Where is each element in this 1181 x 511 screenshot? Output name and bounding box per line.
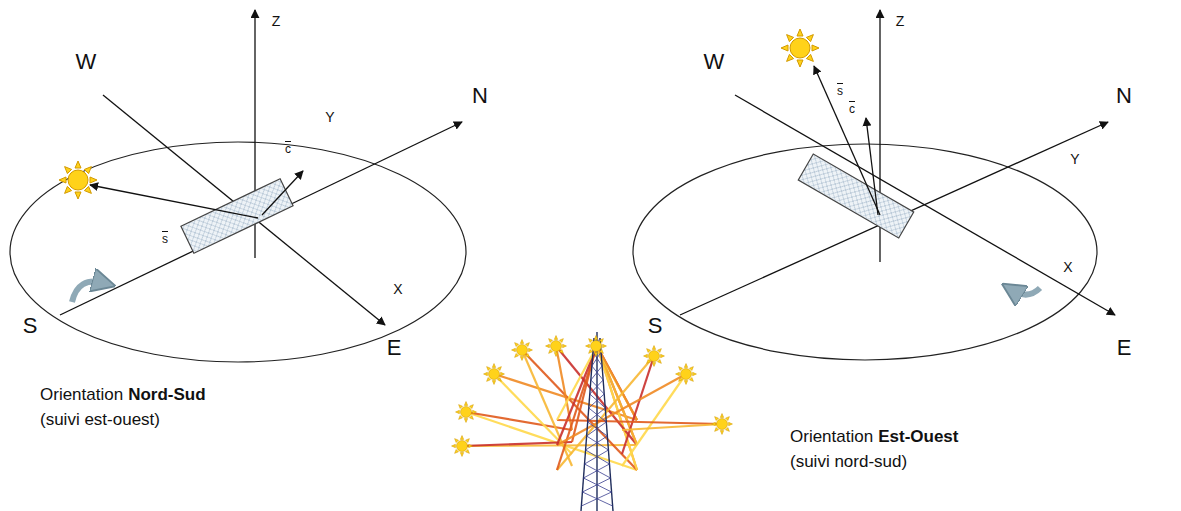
- caption-emphasis: Nord-Sud: [128, 386, 205, 405]
- horizon-ellipse: [633, 144, 1097, 360]
- light-beam: [557, 420, 722, 424]
- light-beam: [557, 346, 597, 470]
- caption-text: Orientation: [40, 386, 123, 405]
- tower-brace: [587, 422, 607, 436]
- sun-icon: [546, 336, 567, 357]
- sun-icon: [781, 29, 819, 67]
- tower-brace: [588, 422, 608, 436]
- solar-panel: [181, 179, 293, 254]
- sun-icon: [59, 161, 97, 199]
- caption-text: Orientation: [790, 428, 873, 447]
- light-beam: [462, 442, 572, 446]
- tower-brace: [588, 408, 606, 422]
- tower-brace: [592, 366, 603, 380]
- cardinal-letter: E: [387, 336, 402, 360]
- sun-icon: [512, 340, 533, 361]
- left-scene: [10, 10, 466, 362]
- cardinal-letter: E: [1117, 336, 1132, 360]
- axis-letter: Z: [272, 14, 281, 29]
- cardinal-letter: N: [1116, 84, 1132, 108]
- light-beam: [622, 424, 722, 430]
- vector-label: s: [837, 85, 843, 98]
- right-scene: [633, 10, 1115, 360]
- solar-tower: [581, 332, 613, 511]
- rotation-arrow: [72, 282, 104, 302]
- tower-brace: [590, 380, 603, 394]
- caption-text: (suivi est-ouest): [40, 411, 160, 430]
- tower-brace: [581, 492, 611, 506]
- cardinal-letter: S: [648, 314, 663, 338]
- normal-vector: [866, 118, 878, 215]
- tower-brace: [583, 464, 609, 478]
- axis-letter: Y: [325, 110, 334, 125]
- axis-letter: Z: [896, 14, 905, 29]
- tower-brace: [582, 478, 610, 492]
- normal-vector: [262, 171, 303, 215]
- sun-icon: [484, 364, 505, 385]
- horizon-ellipse: [10, 142, 466, 362]
- tower-brace: [589, 394, 604, 408]
- tower-brace: [591, 366, 602, 380]
- tower-brace: [586, 436, 608, 450]
- sun-icon: [676, 364, 697, 385]
- tower-brace: [585, 464, 611, 478]
- vector-label: c: [285, 143, 291, 156]
- y-axis: [680, 122, 1108, 315]
- tower-brace: [587, 436, 609, 450]
- cardinal-letter: S: [23, 314, 38, 338]
- tower-brace: [582, 492, 612, 506]
- axis-letter: X: [1063, 260, 1072, 275]
- tower-brace: [585, 450, 609, 464]
- tower-leg: [600, 338, 613, 511]
- tower-brace: [583, 478, 611, 492]
- sun-icon: [644, 346, 665, 367]
- sun-icon: [586, 336, 607, 357]
- sun-vector: [814, 66, 880, 215]
- tower-brace: [591, 380, 604, 394]
- sun-icon: [452, 436, 473, 457]
- sun-vector: [90, 185, 258, 218]
- rotation-arrow: [1012, 288, 1040, 295]
- caption-emphasis: Est-Ouest: [878, 428, 958, 447]
- vector-label: s: [162, 233, 168, 246]
- tower-brace: [589, 408, 607, 422]
- tower-brace: [593, 352, 602, 366]
- cardinal-letter: W: [704, 50, 725, 74]
- vector-label: c: [849, 103, 855, 116]
- solar-panel: [798, 154, 913, 238]
- cardinal-letter: N: [472, 84, 488, 108]
- caption-text: (suivi nord-sud): [790, 453, 907, 472]
- light-beam: [622, 374, 686, 466]
- y-axis: [60, 122, 462, 315]
- x-axis: [103, 95, 385, 325]
- axis-letter: Y: [1070, 152, 1079, 167]
- tower-leg: [581, 338, 594, 511]
- tower-brace: [586, 450, 610, 464]
- tower-brace: [590, 394, 605, 408]
- cardinal-letter: W: [76, 50, 97, 74]
- axis-letter: X: [393, 282, 402, 297]
- sun-icons: [452, 336, 733, 457]
- sun-icon: [712, 414, 733, 435]
- light-beam: [622, 356, 654, 454]
- sun-icon: [456, 402, 477, 423]
